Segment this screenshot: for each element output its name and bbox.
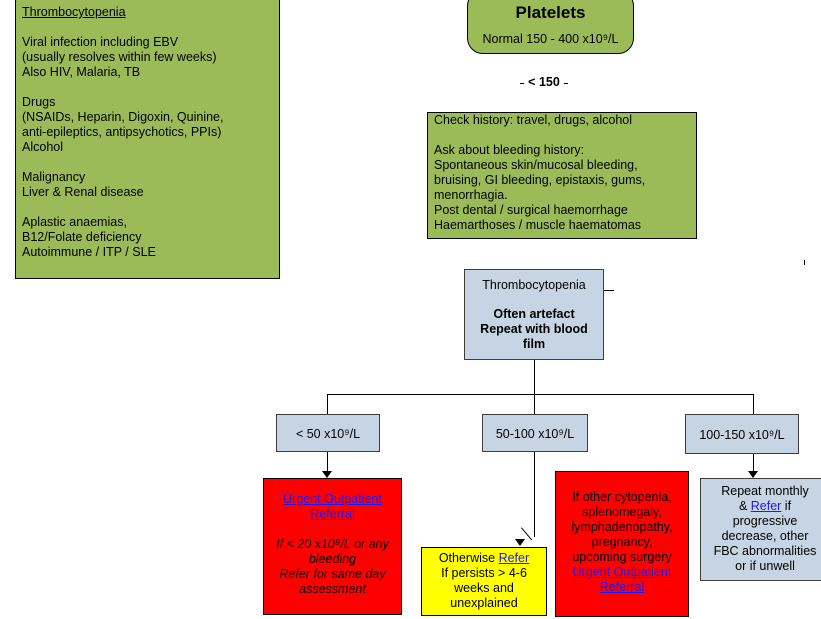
arrow-mid-line: [534, 452, 535, 537]
center-box-tick: [604, 290, 614, 291]
causes-title: Thrombocytopenia: [22, 5, 126, 19]
arrow-mid-head: [515, 539, 525, 546]
connector-to-low: [327, 394, 328, 414]
urgent-box: Urgent Outpatient Referral If < 20 x10⁹/…: [263, 478, 402, 615]
causes-group-viral: Viral infection including EBV (usually r…: [22, 35, 217, 79]
range-mid-label: 50-100 x10⁹/L: [495, 427, 575, 441]
causes-box: Thrombocytopenia Viral infection includi…: [15, 0, 280, 279]
otherwise-line: Otherwise Refer: [438, 551, 530, 565]
refer-link[interactable]: Refer: [498, 551, 530, 565]
range-mid-box: 50-100 x10⁹/L: [482, 414, 588, 452]
connector-to-high: [753, 394, 754, 414]
threshold-label: < 150: [520, 75, 568, 91]
center-title: Thrombocytopenia: [482, 278, 586, 292]
range-low-box: < 50 x10⁹/L: [276, 414, 380, 452]
monthly-box: Repeat monthly & Refer if progressive de…: [700, 478, 821, 581]
arrow-low-head: [322, 471, 332, 478]
platelets-normal-range: Normal 150 - 400 x10⁹/L: [482, 32, 619, 46]
history-bleeding: Ask about bleeding history: Spontaneous …: [434, 143, 646, 232]
urgent-referral-link[interactable]: Urgent Outpatient Referral: [283, 492, 382, 521]
range-high-label: 100-150 x10⁹/L: [699, 428, 785, 442]
range-high-box: 100-150 x10⁹/L: [685, 414, 799, 454]
cytopenia-box: If other cytopenia, splenomegaly, lympha…: [555, 471, 689, 617]
arrow-low-line: [327, 452, 328, 472]
otherwise-box: Otherwise Refer If persists > 4-6 weeks …: [421, 547, 547, 616]
connector-center-down: [534, 360, 535, 394]
monthly-refer-link[interactable]: Refer: [750, 499, 782, 513]
causes-group-drugs: Drugs (NSAIDs, Heparin, Digoxin, Quinine…: [22, 95, 224, 154]
urgent-criteria: If < 20 x10⁹/L or any bleeding Refer for…: [276, 537, 389, 596]
arrow-high-head: [748, 471, 758, 478]
history-check-line: Check history: travel, drugs, alcohol: [434, 113, 633, 127]
connector-horizontal: [327, 394, 754, 395]
arrow-high-line: [753, 454, 754, 472]
connector-to-mid: [534, 394, 535, 414]
history-box: Check history: travel, drugs, alcohol As…: [427, 112, 697, 239]
monthly-refer-line: & Refer if: [738, 499, 792, 513]
causes-group-autoimmune: Aplastic anaemias, B12/Folate deficiency…: [22, 215, 156, 259]
center-advice: Often artefact Repeat with blood film: [480, 307, 588, 351]
cytopenia-referral-link[interactable]: Urgent Outpatient Referral: [572, 565, 672, 594]
platelets-title: Platelets: [515, 3, 586, 22]
stray-mark: [804, 260, 805, 265]
causes-group-malignancy: Malignancy Liver & Renal disease: [22, 170, 144, 199]
range-low-label: < 50 x10⁹/L: [295, 427, 361, 441]
platelets-box: Platelets Normal 150 - 400 x10⁹/L: [467, 0, 634, 54]
center-box: Thrombocytopenia Often artefact Repeat w…: [464, 269, 604, 360]
